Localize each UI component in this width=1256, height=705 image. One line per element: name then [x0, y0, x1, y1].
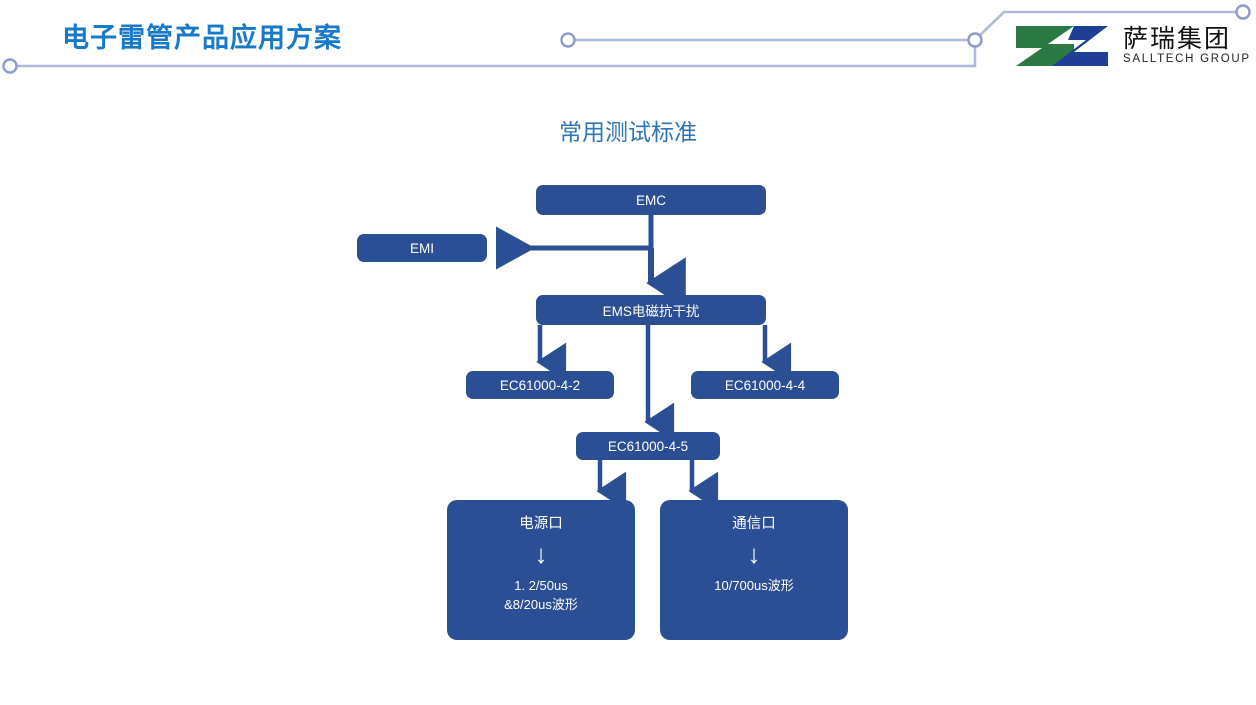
node-ec61000-4-4[interactable]: EC61000-4-4	[691, 371, 839, 399]
node-ec61000-4-4-label: EC61000-4-4	[724, 377, 806, 393]
logo-name-cn: 萨瑞集团	[1123, 25, 1232, 54]
node-comm-port-label: 通信口	[732, 516, 776, 532]
node-emi[interactable]: EMI	[357, 234, 487, 262]
node-power-port[interactable]: 电源口 ↓ 1. 2/50us &8/20us波形	[447, 500, 635, 640]
salltech-logo-icon	[1016, 26, 1108, 66]
chart-title: 常用测试标准	[559, 119, 697, 145]
page-title: 电子雷管产品应用方案	[62, 23, 342, 53]
node-ems-label: EMS电磁抗干扰	[602, 304, 700, 319]
node-ems[interactable]: EMS电磁抗干扰	[536, 295, 766, 325]
node-comm-port[interactable]: 通信口 ↓ 10/700us波形	[660, 500, 848, 640]
node-comm-port-arrow-icon: ↓	[747, 539, 761, 570]
node-ec61000-4-2-label: EC61000-4-2	[499, 377, 581, 393]
node-ec61000-4-2[interactable]: EC61000-4-2	[466, 371, 614, 399]
logo-name-en: SALLTECH GROUP	[1123, 53, 1251, 66]
node-comm-port-detail: 10/700us波形	[714, 578, 794, 594]
logo-wordmark: 萨瑞集团 SALLTECH GROUP	[1123, 26, 1251, 66]
node-emc[interactable]: EMC	[536, 185, 766, 215]
node-emc-label: EMC	[636, 192, 666, 208]
node-power-port-detail: 1. 2/50us &8/20us波形	[504, 578, 578, 613]
brand-logo: 萨瑞集团 SALLTECH GROUP	[1012, 18, 1251, 74]
node-ec61000-4-5[interactable]: EC61000-4-5	[576, 432, 720, 460]
node-power-port-label: 电源口	[519, 516, 563, 532]
node-power-port-arrow-icon: ↓	[534, 539, 548, 570]
node-emi-label: EMI	[409, 240, 434, 256]
node-ec61000-4-5-label: EC61000-4-5	[607, 438, 689, 454]
